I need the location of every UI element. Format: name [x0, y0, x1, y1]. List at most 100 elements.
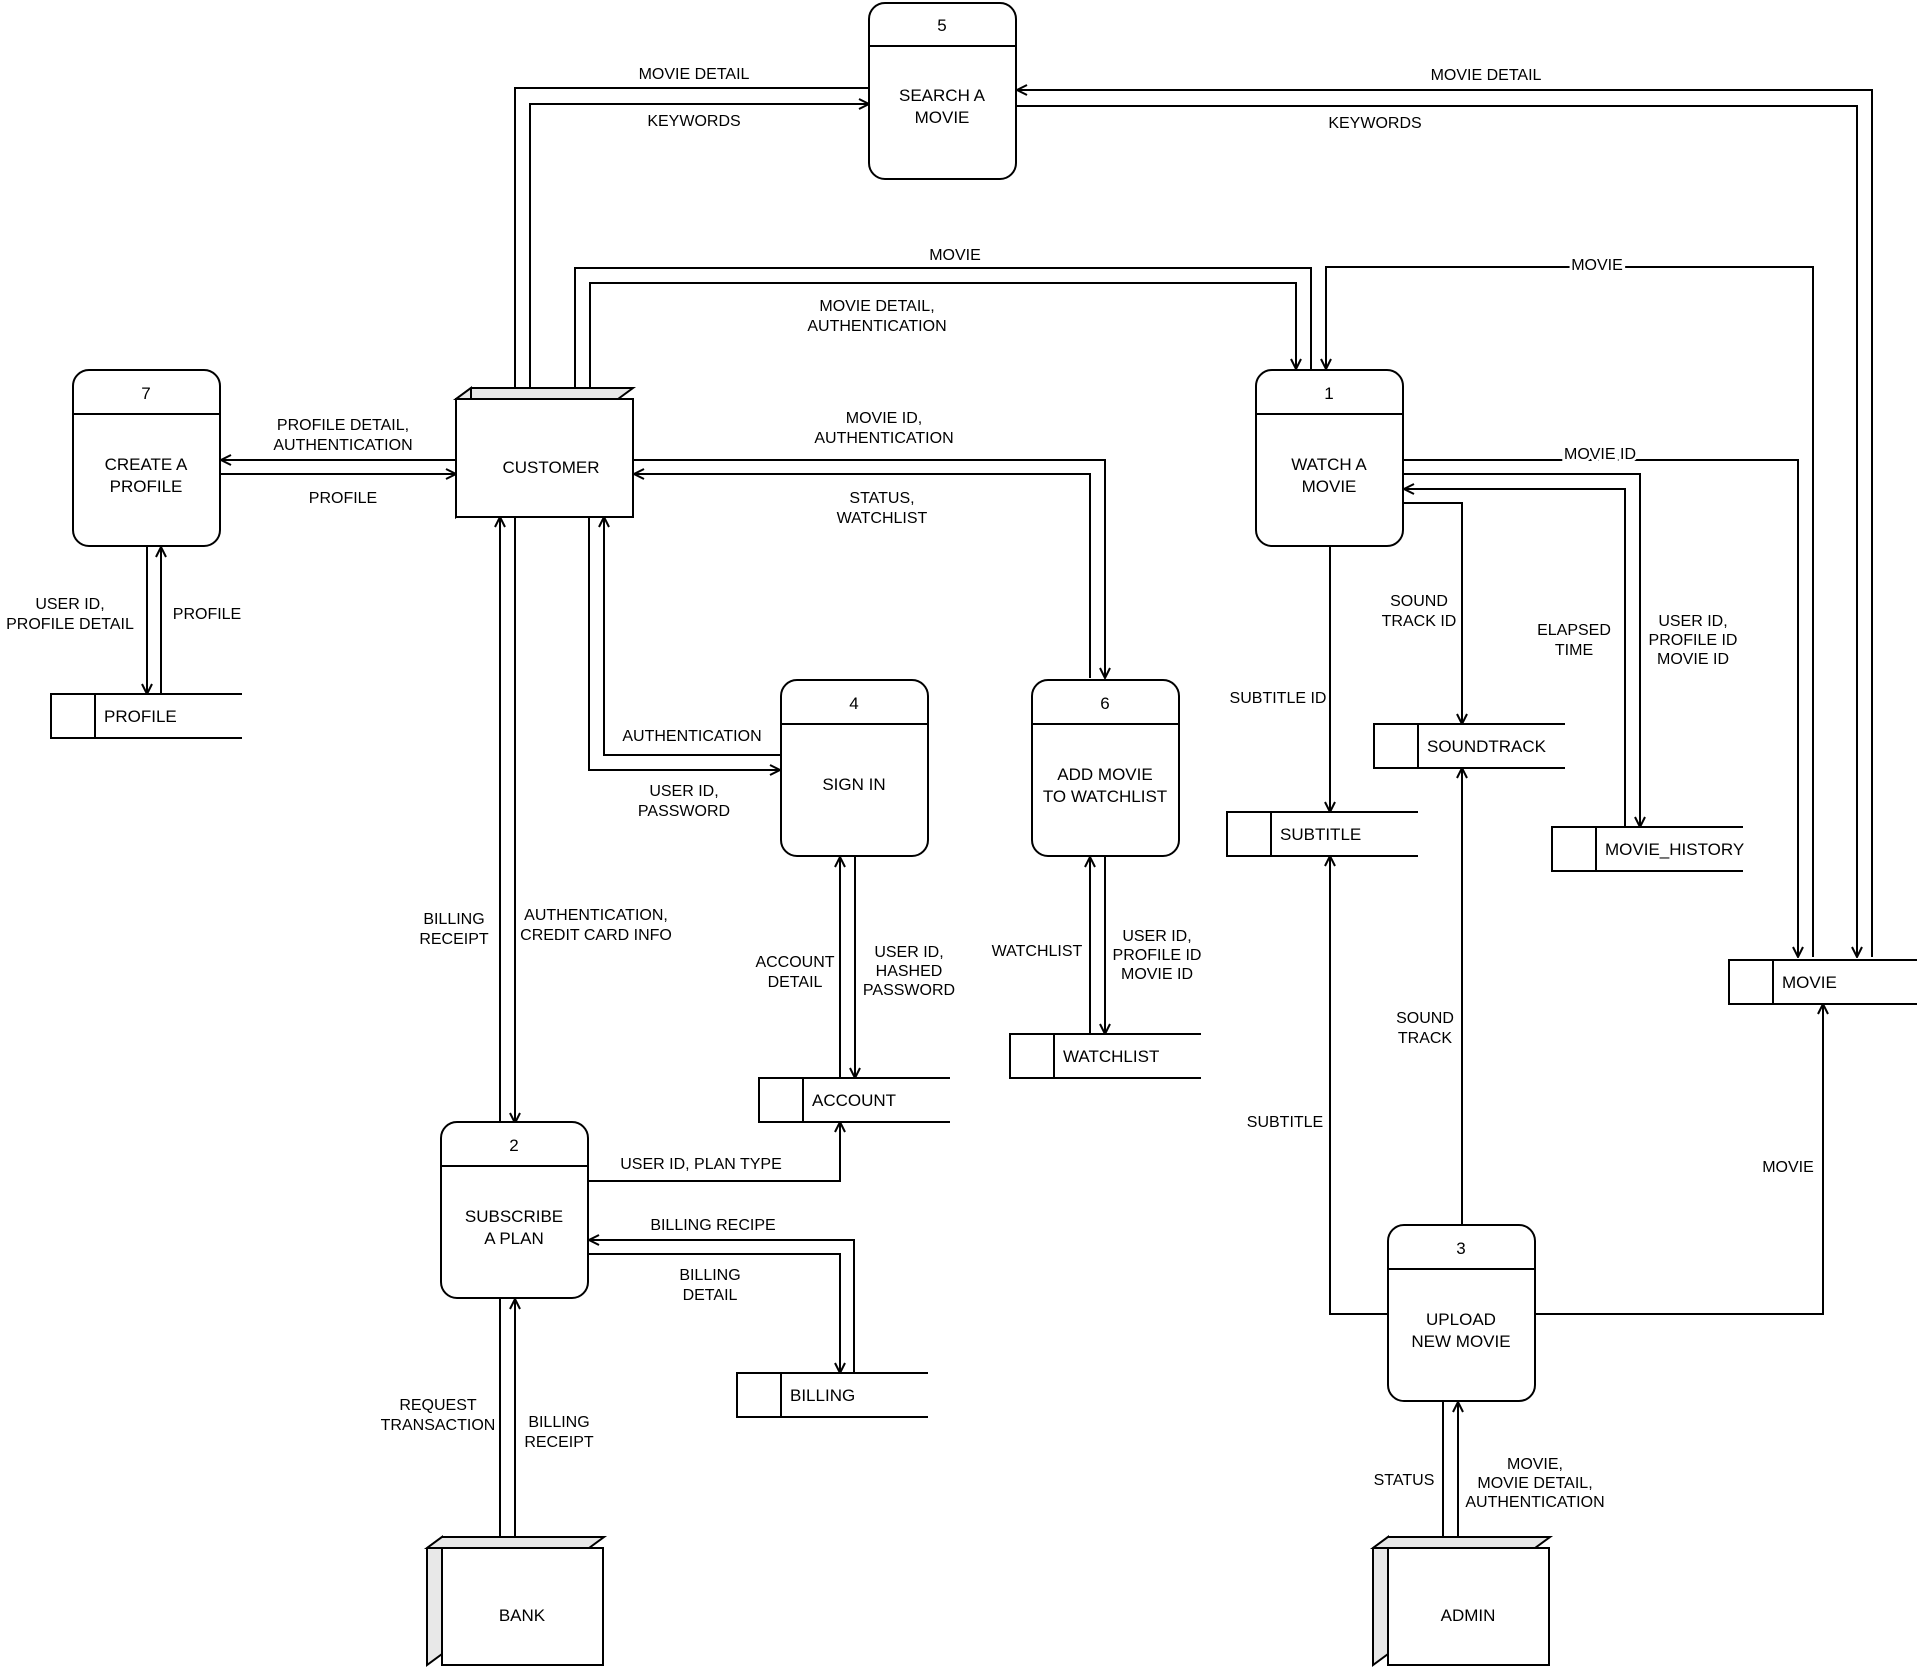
flow-add-watchlist-to-customer	[634, 474, 1091, 678]
flow-label: AUTHENTICATION	[622, 728, 761, 745]
flow-label: PROFILE	[173, 606, 241, 623]
flow-sign-in-to-customer	[604, 517, 780, 756]
flow-label: MOVIE DETAIL	[639, 66, 750, 83]
flow-customer-detail-to-watch	[589, 282, 1296, 399]
flow-label: MOVIE	[1762, 1159, 1814, 1176]
flow-label: MOVIE	[929, 247, 981, 264]
store-movie: MOVIE	[1728, 959, 1917, 1005]
flow-label: USER ID,PASSWORD	[638, 783, 730, 820]
store-label: PROFILE	[104, 707, 177, 726]
flow-customer-keywords-to-search	[529, 104, 869, 399]
store-label: MOVIE_HISTORY	[1605, 840, 1744, 859]
flow-label: MOVIE	[1571, 257, 1623, 274]
process-label: SIGN IN	[822, 775, 885, 794]
flow-subscribe-to-billing	[589, 1253, 840, 1373]
flow-billing-to-subscribe	[589, 1240, 855, 1373]
flow-label: SUBTITLE ID	[1230, 690, 1327, 707]
flow-watch-to-history	[1404, 473, 1640, 827]
process-number: 4	[849, 694, 858, 713]
flow-label: USER ID,PROFILE DETAIL	[6, 596, 134, 633]
flow-label: KEYWORDS	[647, 113, 740, 130]
flow-upload-to-movie	[1535, 1004, 1823, 1315]
entity-customer: CUSTOMER	[452, 386, 637, 520]
flow-search-detail-to-customer	[515, 87, 869, 399]
entity-bank: BANK	[423, 1535, 608, 1667]
store-soundtrack: SOUNDTRACK	[1373, 723, 1565, 769]
flow-label: PROFILE	[309, 490, 377, 507]
store-label: MOVIE	[1782, 973, 1837, 992]
flow-label: MOVIE DETAIL	[1431, 67, 1542, 84]
flow-customer-to-add-watchlist	[634, 459, 1105, 678]
store-label: ACCOUNT	[812, 1091, 896, 1110]
flow-label: MOVIE DETAIL,AUTHENTICATION	[807, 298, 946, 335]
store-profile: PROFILE	[50, 693, 242, 739]
process-number: 1	[1324, 384, 1333, 403]
entity-label: CUSTOMER	[503, 458, 600, 477]
store-label: WATCHLIST	[1063, 1047, 1159, 1066]
flow-history-to-watch	[1404, 489, 1626, 827]
flow-label: WATCHLIST	[992, 943, 1083, 960]
flow-customer-to-sign-in	[588, 517, 780, 770]
flow-subscribe-to-account	[589, 1122, 840, 1182]
flow-labels: MOVIE DETAIL KEYWORDS MOVIE DETAIL KEYWO…	[6, 66, 1814, 1511]
flow-movie-to-watch	[1326, 266, 1814, 957]
entity-admin: ADMIN	[1369, 1535, 1554, 1667]
flow-label: STATUS	[1374, 1472, 1435, 1489]
flow-lines	[147, 87, 1873, 1548]
store-movie-history: MOVIE_HISTORY	[1551, 826, 1744, 872]
process-sign-in: 4 SIGN IN	[780, 679, 929, 857]
store-account: ACCOUNT	[758, 1077, 950, 1123]
store-label: SOUNDTRACK	[1427, 737, 1547, 756]
flow-label: USER ID, PLAN TYPE	[620, 1156, 782, 1173]
store-billing: BILLING	[736, 1372, 928, 1418]
flow-watch-to-soundtrack	[1404, 502, 1462, 724]
flow-label: SUBTITLE	[1247, 1114, 1323, 1131]
entity-label: ADMIN	[1441, 1606, 1496, 1625]
process-number: 3	[1456, 1239, 1465, 1258]
flow-label: MOVIE ID	[1564, 446, 1636, 463]
flow-search-keywords-to-movie	[1017, 105, 1857, 957]
flow-label: BILLING RECIPE	[650, 1217, 775, 1234]
store-label: BILLING	[790, 1386, 855, 1405]
process-number: 7	[141, 384, 150, 403]
flow-label: MOVIE,MOVIE DETAIL,AUTHENTICATION	[1465, 1456, 1604, 1511]
process-number: 2	[509, 1136, 518, 1155]
entity-label: BANK	[499, 1606, 546, 1625]
flow-label: KEYWORDS	[1328, 115, 1421, 132]
flow-label: STATUS,WATCHLIST	[837, 490, 928, 527]
flow-label: MOVIE ID,AUTHENTICATION	[814, 410, 953, 447]
store-watchlist: WATCHLIST	[1009, 1033, 1201, 1079]
process-number: 6	[1100, 694, 1109, 713]
flow-watch-movie-to-customer	[575, 267, 1312, 399]
store-label: SUBTITLE	[1280, 825, 1361, 844]
flow-movie-detail-to-search	[1017, 90, 1873, 957]
process-number: 5	[937, 16, 946, 35]
store-subtitle: SUBTITLE	[1226, 811, 1418, 857]
flow-watch-movie-id-to-movie	[1404, 459, 1798, 957]
flow-upload-to-subtitle	[1330, 856, 1388, 1315]
